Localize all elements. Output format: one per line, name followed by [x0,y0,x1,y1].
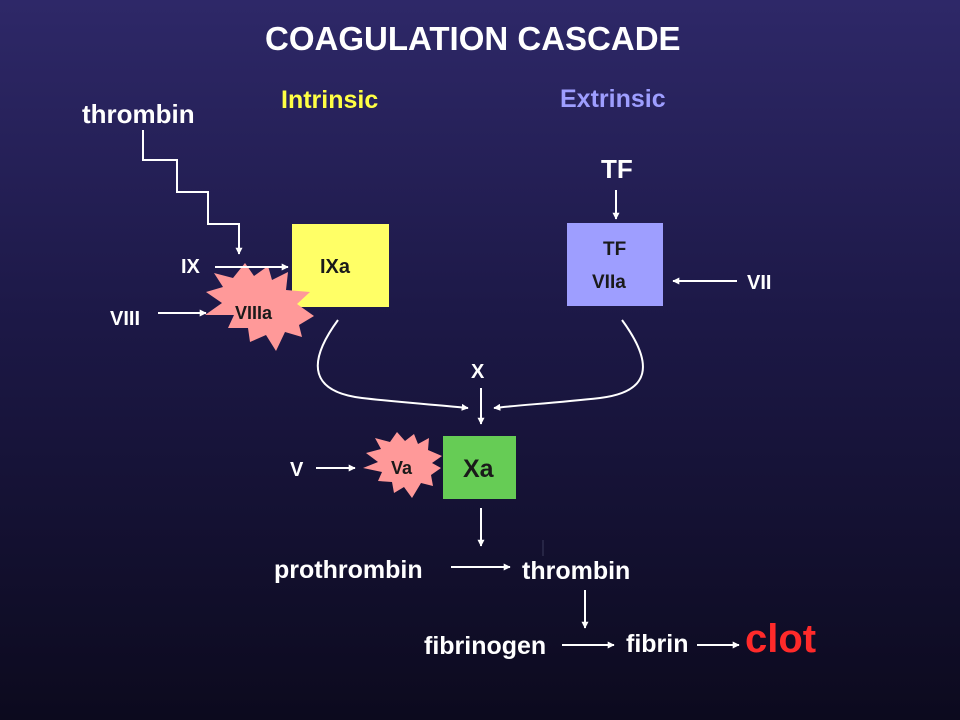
v-label: V [290,459,304,481]
ix-label: IX [181,256,200,278]
x-label: X [471,361,485,383]
va-starburst [363,432,442,498]
page-title: COAGULATION CASCADE [265,20,681,57]
viii-label: VIII [110,308,141,330]
xa-box [443,436,516,499]
extrinsic-curve-arrow [493,319,644,411]
tf-viia-line2: VIIa [592,272,626,293]
tf-label: TF [601,154,633,184]
fibrin-label: fibrin [626,630,689,658]
va-label: Va [391,458,413,478]
prothrombin-label: prothrombin [274,556,423,584]
viiia-label: VIIIa [235,303,273,323]
intrinsic-curve-arrow [316,319,469,411]
vii-label: VII [747,272,772,294]
thrombin-top-label: thrombin [82,99,195,129]
tf-viia-box [567,223,663,306]
fibrinogen-label: fibrinogen [424,632,547,660]
xa-label: Xa [463,455,494,483]
tf-viia-line1: TF [603,239,627,260]
thrombin-bottom-label: thrombin [522,557,631,585]
thrombin-staircase-arrow [142,130,243,255]
extrinsic-label: Extrinsic [560,85,666,113]
ixa-label: IXa [320,256,351,278]
viiia-starburst [205,263,314,351]
clot-label: clot [745,617,817,661]
intrinsic-label: Intrinsic [281,86,379,114]
